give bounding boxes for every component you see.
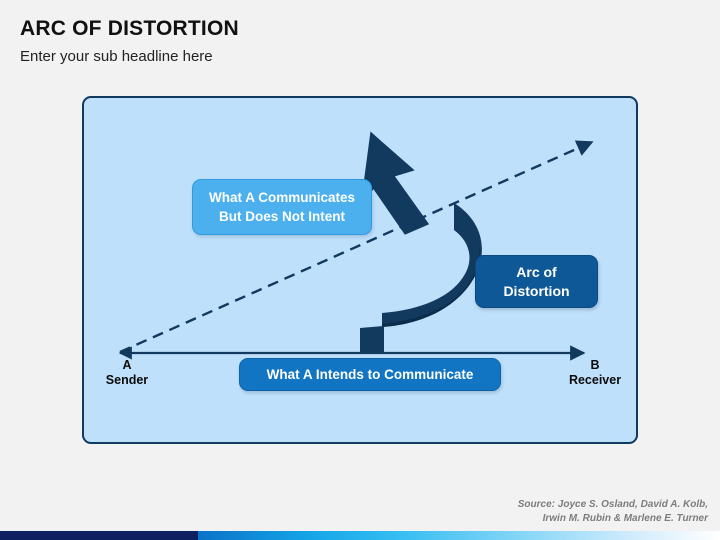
box-arc-of-distortion[interactable]: Arc of Distortion bbox=[475, 255, 598, 308]
box-arc-line2: Distortion bbox=[503, 282, 570, 299]
page-subtitle: Enter your sub headline here bbox=[20, 48, 213, 65]
receiver-role: Receiver bbox=[568, 373, 622, 387]
header: ARC OF DISTORTION Enter your sub headlin… bbox=[20, 16, 680, 68]
bottom-accent-bar bbox=[0, 531, 720, 540]
box-intends-label: What A Intends to Communicate bbox=[266, 367, 474, 382]
axis-label-receiver: B Receiver bbox=[550, 358, 640, 388]
diagram-panel: What A Communicates But Does Not Intent … bbox=[82, 96, 638, 444]
box-what-a-intends-to-communicate[interactable]: What A Intends to Communicate bbox=[239, 358, 501, 391]
receiver-point: B bbox=[590, 358, 600, 372]
sender-role: Sender bbox=[105, 373, 149, 387]
source-line-2: Irwin M. Rubin & Marlene E. Turner bbox=[542, 513, 708, 524]
box-communicates-line2: But Does Not Intent bbox=[218, 209, 345, 224]
arc-of-distortion-arrow bbox=[360, 131, 482, 353]
box-arc-line1: Arc of bbox=[516, 263, 557, 280]
diagram-graphics bbox=[118, 131, 594, 361]
box-communicates-line1: What A Communicates bbox=[208, 190, 355, 205]
axis-label-sender: A Sender bbox=[82, 358, 172, 388]
bottom-bar-dark-segment bbox=[0, 531, 198, 540]
box-what-a-communicates[interactable]: What A Communicates But Does Not Intent bbox=[192, 179, 372, 235]
bottom-bar-gradient-segment bbox=[198, 531, 720, 540]
sender-point: A bbox=[122, 358, 132, 372]
source-line-1: Source: Joyce S. Osland, David A. Kolb, bbox=[517, 499, 708, 510]
source-credit: Source: Joyce S. Osland, David A. Kolb, … bbox=[288, 498, 708, 526]
dashed-distortion-arrow bbox=[119, 140, 594, 354]
page-title: ARC OF DISTORTION bbox=[20, 17, 239, 40]
